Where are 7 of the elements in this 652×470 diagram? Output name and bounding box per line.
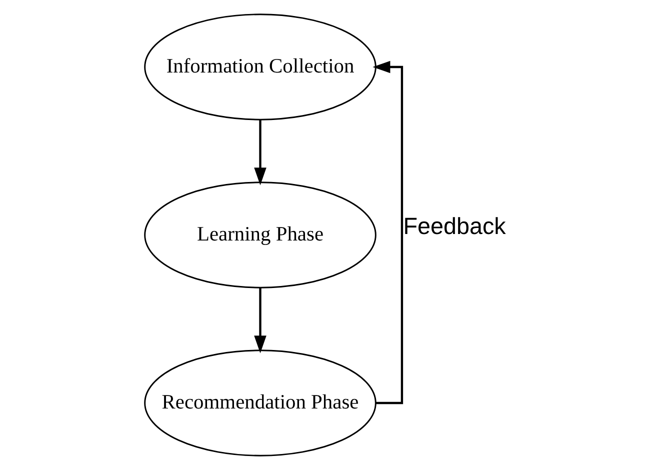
node-ellipse: Learning Phase: [144, 182, 376, 288]
edge-label: Feedback: [403, 212, 506, 239]
node-ellipse: Information Collection: [144, 14, 376, 120]
arrow: [372, 60, 404, 404]
arrow: [254, 288, 266, 354]
arrow: [254, 120, 266, 186]
node-ellipse: Recommendation Phase: [144, 350, 376, 456]
